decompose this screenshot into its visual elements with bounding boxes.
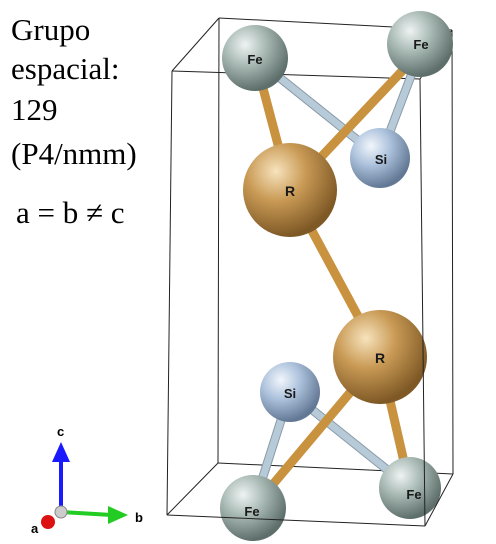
atom-fe-top-left: Fe xyxy=(222,25,288,91)
atom-r-lower: R xyxy=(333,310,427,404)
atom-label: Fe xyxy=(247,52,262,67)
atom-r-upper: R xyxy=(243,143,337,237)
unit-cell-front-edges xyxy=(166,70,454,527)
atom-label: Fe xyxy=(413,37,428,52)
axis-c-label: c xyxy=(57,424,64,439)
atom-fe-top-right: Fe xyxy=(387,11,453,77)
atom-label: Si xyxy=(375,152,387,167)
axis-b-label: b xyxy=(135,510,143,525)
axis-a-arrow-icon xyxy=(41,515,55,529)
caption-lattice-relation: a = b ≠ c xyxy=(16,195,125,230)
atom-label: R xyxy=(285,183,295,199)
atom-label: Fe xyxy=(244,504,259,519)
atom-label: R xyxy=(375,350,385,366)
caption-space-group-number: 129 xyxy=(11,92,58,127)
axis-origin-icon xyxy=(54,505,68,519)
axis-triad: c b a xyxy=(31,424,143,536)
atom-si-bottom: Si xyxy=(260,362,320,422)
atom-si-top: Si xyxy=(350,128,410,188)
bonds xyxy=(248,47,425,513)
atom-fe-bottom-right: Fe xyxy=(379,457,441,519)
caption-space-group-word: Grupo xyxy=(11,12,91,47)
caption-space-group-symbol: (P4/nmm) xyxy=(11,136,137,171)
axis-c-arrow-icon xyxy=(52,442,70,462)
atom-label: Si xyxy=(284,386,296,401)
atom-label: Fe xyxy=(406,487,421,502)
atom-fe-bottom-left: Fe xyxy=(220,475,286,541)
caption-space-group-label: espacial: xyxy=(11,51,120,86)
axis-a-label: a xyxy=(31,521,39,536)
axis-b-arrow-icon xyxy=(108,506,128,524)
